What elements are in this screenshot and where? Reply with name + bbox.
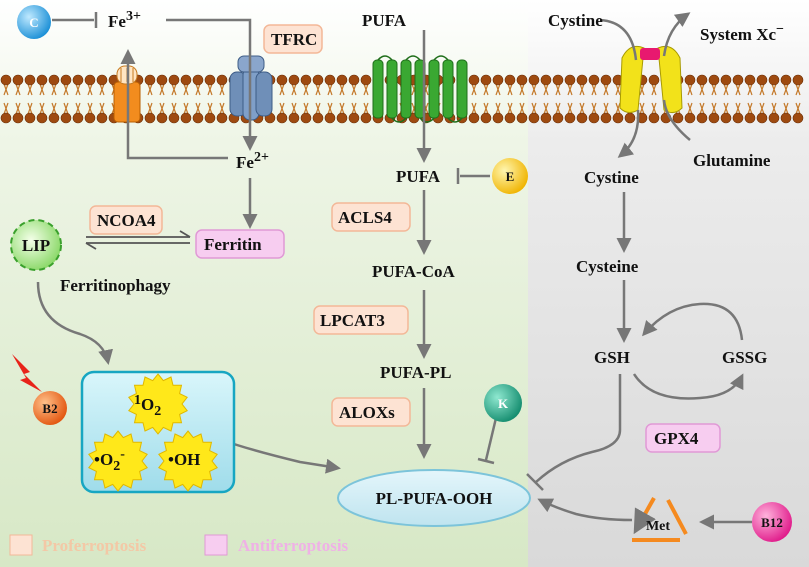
singlet-oxygen-label: 1O2 (134, 393, 161, 419)
ncoa4-label: NCOA4 (97, 211, 156, 230)
lpcat3-box (313, 305, 409, 335)
vitamin-e-icon (492, 158, 528, 194)
product-ellipse (337, 469, 531, 527)
vitamin-b2-icon (33, 391, 67, 425)
hydroxyl-label: •OH (168, 450, 200, 469)
pufa-top-label: PUFA (362, 11, 407, 30)
tfrc-box (263, 24, 323, 54)
gpx4-label: GPX4 (654, 429, 699, 448)
ros-to-product-arrow (221, 438, 341, 474)
recycle-icon (632, 497, 688, 542)
system-xc-transporter-icon (619, 45, 683, 114)
acsl4-label: ACLS4 (338, 208, 392, 227)
legend-anti-label: Antiferroptosis (238, 536, 349, 555)
lip-sphere-icon (10, 219, 62, 271)
glutamine-label: Glutamine (693, 151, 771, 170)
pufa-label: PUFA (396, 167, 441, 186)
vitamin-b12-icon (752, 502, 792, 542)
gpx4-inhibition-line (535, 374, 622, 483)
ncoa4-box (89, 205, 163, 235)
pufa-pl-label: PUFA-PL (380, 363, 451, 382)
vitamin-e-label: E (506, 169, 515, 184)
met-label: Met (646, 519, 670, 534)
vitamin-k-label: K (498, 396, 509, 411)
fe2-label: Fe2+ (236, 150, 269, 172)
fe3-to-fe2-arrow (166, 18, 258, 151)
lip-label: LIP (22, 236, 50, 255)
glutamine-export-curve (662, 99, 691, 141)
system-xc-label: System Xc− (700, 22, 784, 44)
ncoa4-exchange-arrows (85, 230, 191, 250)
gssg-label: GSSG (722, 348, 767, 367)
ferritin-box (195, 229, 285, 259)
ros-star-icons (88, 373, 218, 492)
lightning-icon (12, 354, 42, 392)
cystine-top-label: Cystine (548, 11, 603, 30)
vitk-inhibition-bar (477, 457, 495, 465)
legend-anti-swatch (204, 534, 228, 556)
legend-pro-swatch (9, 534, 33, 556)
cystine-label: Cystine (584, 168, 639, 187)
gsh-to-gssg-arrow (632, 373, 744, 400)
ferritinophagy-label: Ferritinophagy (60, 276, 171, 295)
tfrc-label: TFRC (271, 30, 317, 49)
vitk-inhibition-line (484, 417, 498, 461)
vitamin-b12-label: B12 (761, 515, 783, 530)
vitamin-c-icon (17, 5, 51, 39)
lip-to-ros-arrow (36, 281, 113, 365)
gpx4-box (645, 423, 721, 453)
gssg-to-gsh-arrow (642, 302, 744, 341)
aloxs-box (331, 397, 411, 427)
pathway-arrows (36, 12, 752, 530)
pufa-transmembrane-helices-icon (372, 55, 468, 123)
met-to-product-arrow (537, 498, 633, 522)
cystine-import-curve (599, 18, 638, 61)
legend-pro-label: Proferroptosis (42, 536, 147, 555)
gpx4-inhibition-bar (526, 473, 544, 491)
ferritin-label: Ferritin (204, 235, 262, 254)
lpcat3-label: LPCAT3 (320, 311, 385, 330)
superoxide-label: •O2- (94, 447, 125, 474)
vitamin-c-label: C (29, 15, 38, 30)
pufa-coa-label: PUFA-CoA (372, 262, 455, 281)
fe3-label: Fe3+ (108, 9, 141, 31)
vitamin-b2-label: B2 (42, 401, 57, 416)
fe2-export-arrow (120, 49, 228, 160)
aloxs-label: ALOXs (339, 403, 395, 422)
gsh-label: GSH (594, 348, 630, 367)
product-label: PL-PUFA-OOH (376, 489, 493, 508)
cysteine-label: Cysteine (576, 257, 639, 276)
vitamin-k-icon (484, 384, 522, 422)
glutamine-out-arrow (662, 12, 691, 57)
cystine-inside-arrow (617, 109, 640, 158)
acsl4-box (331, 202, 411, 232)
